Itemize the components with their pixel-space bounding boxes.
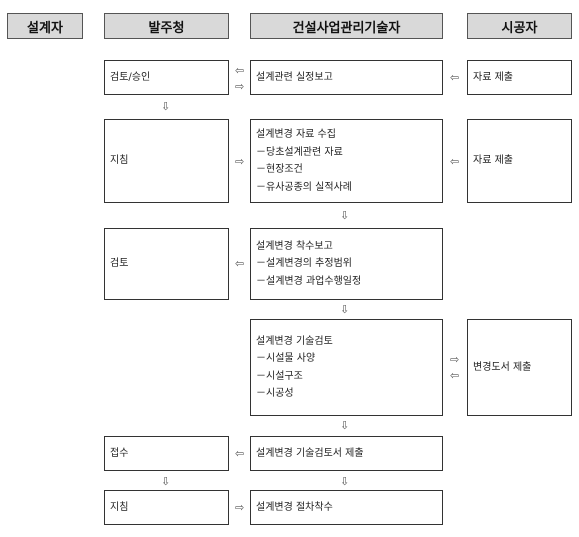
box-item: －유사공종의 실적사례	[256, 181, 352, 193]
box-item: －설계변경 과업수행일정	[256, 275, 362, 287]
box-item: －시공성	[256, 388, 294, 399]
box-label: 설계변경 기술검토서 제출	[256, 447, 364, 459]
box-item: －현장조건	[256, 164, 303, 175]
box-label: 변경도서 제출	[473, 361, 532, 373]
contractor-data-box-2: 자료 제출	[467, 119, 572, 203]
arrow-left-icon: ⇦	[450, 71, 460, 84]
header-contractor: 시공자	[467, 13, 572, 39]
arrow-left-icon: ⇦	[235, 447, 245, 460]
box-label: 접수	[110, 447, 129, 459]
client-instruct2-box: 지침	[104, 490, 229, 525]
arrow-down-icon: ⇩	[161, 100, 171, 113]
arrow-down-icon: ⇩	[340, 419, 350, 432]
supervisor-collect-box: 설계변경 자료 수집 －당초설계관련 자료 －현장조건 －유사공종의 실적사례	[250, 119, 443, 203]
box-title: 설계변경 기술검토	[256, 335, 333, 347]
box-label: 자료 제출	[473, 155, 513, 167]
supervisor-submit-box: 설계변경 기술검토서 제출	[250, 436, 443, 471]
arrow-down-icon: ⇩	[340, 209, 350, 222]
arrow-down-icon: ⇩	[340, 475, 350, 488]
arrow-right-icon: ⇨	[235, 155, 245, 168]
box-item: －시설구조	[256, 370, 303, 382]
supervisor-procedure-box: 설계변경 절차착수	[250, 490, 443, 525]
box-item: －당초설계관련 자료	[256, 146, 343, 158]
header-supervisor: 건설사업관리기술자	[250, 13, 443, 39]
box-label: 검토/승인	[110, 71, 151, 83]
supervisor-tech-review-box: 설계변경 기술검토 －시설물 사양 －시설구조 －시공성	[250, 319, 443, 416]
box-label: 검토	[110, 258, 129, 270]
contractor-data-box-1: 자료 제출	[467, 60, 572, 95]
arrow-down-icon: ⇩	[161, 475, 171, 488]
client-review-box: 검토	[104, 228, 229, 300]
box-label: 지침	[110, 155, 129, 167]
box-title: 설계변경 착수보고	[256, 240, 333, 252]
supervisor-start-report-box: 설계변경 착수보고 －설계변경의 추정범위 －설계변경 과업수행일정	[250, 228, 443, 300]
header-designer: 설계자	[7, 13, 83, 39]
client-instruct-box: 지침	[104, 119, 229, 203]
arrow-right-icon: ⇨	[450, 353, 460, 366]
box-title: 설계변경 자료 수집	[256, 129, 336, 140]
box-item: －설계변경의 추정범위	[256, 258, 352, 270]
client-review-approve-box: 검토/승인	[104, 60, 229, 95]
arrow-right-icon: ⇨	[235, 80, 245, 93]
box-label: 지침	[110, 501, 129, 513]
arrow-down-icon: ⇩	[340, 303, 350, 316]
supervisor-report-box: 설계관련 실정보고	[250, 60, 443, 95]
client-receive-box: 접수	[104, 436, 229, 471]
box-label: 자료 제출	[473, 71, 513, 83]
box-item: －시설물 사양	[256, 353, 316, 364]
arrow-right-icon: ⇨	[235, 501, 245, 514]
arrow-left-icon: ⇦	[235, 64, 245, 77]
box-label: 설계변경 절차착수	[256, 501, 333, 513]
contractor-drawings-box: 변경도서 제출	[467, 319, 572, 416]
header-client: 발주청	[104, 13, 229, 39]
arrow-left-icon: ⇦	[450, 155, 460, 168]
box-label: 설계관련 실정보고	[256, 71, 333, 83]
arrow-left-icon: ⇦	[450, 369, 460, 382]
arrow-left-icon: ⇦	[235, 257, 245, 270]
